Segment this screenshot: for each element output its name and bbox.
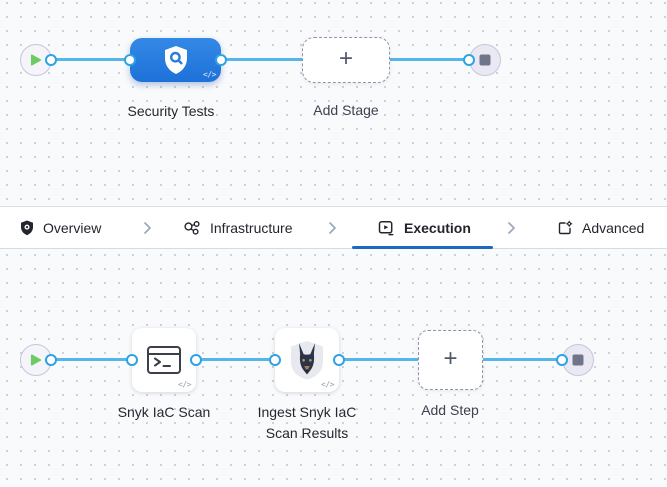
play-icon (30, 353, 42, 367)
tab-overview[interactable]: Overview (20, 207, 101, 248)
tab-label: Advanced (582, 219, 645, 236)
stage-port (215, 54, 227, 66)
add-step-button[interactable]: + (418, 330, 483, 390)
code-badge-icon: </> (203, 70, 216, 79)
tab-label: Infrastructure (210, 219, 293, 236)
step-node-snyk-iac-scan[interactable]: </> (132, 328, 196, 392)
security-shield-scan-icon (163, 45, 189, 75)
tab-infrastructure[interactable]: Infrastructure (183, 207, 292, 248)
step-label: Snyk IaC Scan (117, 404, 211, 420)
terminal-icon (146, 345, 182, 375)
stage-graph-edge (36, 58, 485, 61)
stop-icon (572, 354, 584, 366)
add-stage-button[interactable]: + (302, 37, 390, 83)
stage-port (463, 54, 475, 66)
tab-execution[interactable]: Execution (378, 207, 471, 248)
stage-port (124, 54, 136, 66)
code-badge-icon: </> (321, 380, 334, 389)
step-port (126, 354, 138, 366)
stage-node-security-tests[interactable]: </> (130, 38, 221, 82)
nodes-cluster-icon (183, 220, 201, 236)
step-port (269, 354, 281, 366)
step-port (556, 354, 568, 366)
step-node-ingest-snyk-results[interactable]: </> (275, 328, 339, 392)
tab-label: Overview (43, 219, 102, 236)
play-square-icon (378, 220, 395, 236)
stage-config-tab-bar: Overview Infrastructure (0, 206, 667, 249)
play-icon (30, 53, 42, 67)
step-label: Ingest Snyk IaC Scan Results (257, 404, 357, 441)
chevron-right-icon (328, 221, 337, 234)
template-gear-icon (557, 220, 573, 236)
step-port (45, 354, 57, 366)
add-step-label: Add Step (421, 402, 479, 418)
add-stage-label: Add Stage (313, 102, 379, 118)
stop-icon (479, 54, 491, 66)
chevron-right-icon (143, 221, 152, 234)
shield-gear-icon (20, 220, 34, 236)
snyk-dog-icon (290, 340, 324, 380)
tab-advanced[interactable]: Advanced (557, 207, 644, 248)
plus-icon: + (338, 45, 353, 72)
stage-label: Security Tests (127, 103, 215, 119)
step-port (333, 354, 345, 366)
step-port (190, 354, 202, 366)
code-badge-icon: </> (178, 380, 191, 389)
active-tab-underline (352, 246, 493, 249)
tab-label: Execution (404, 219, 471, 236)
plus-icon: + (443, 345, 458, 372)
stage-port (45, 54, 57, 66)
chevron-right-icon (507, 221, 516, 234)
